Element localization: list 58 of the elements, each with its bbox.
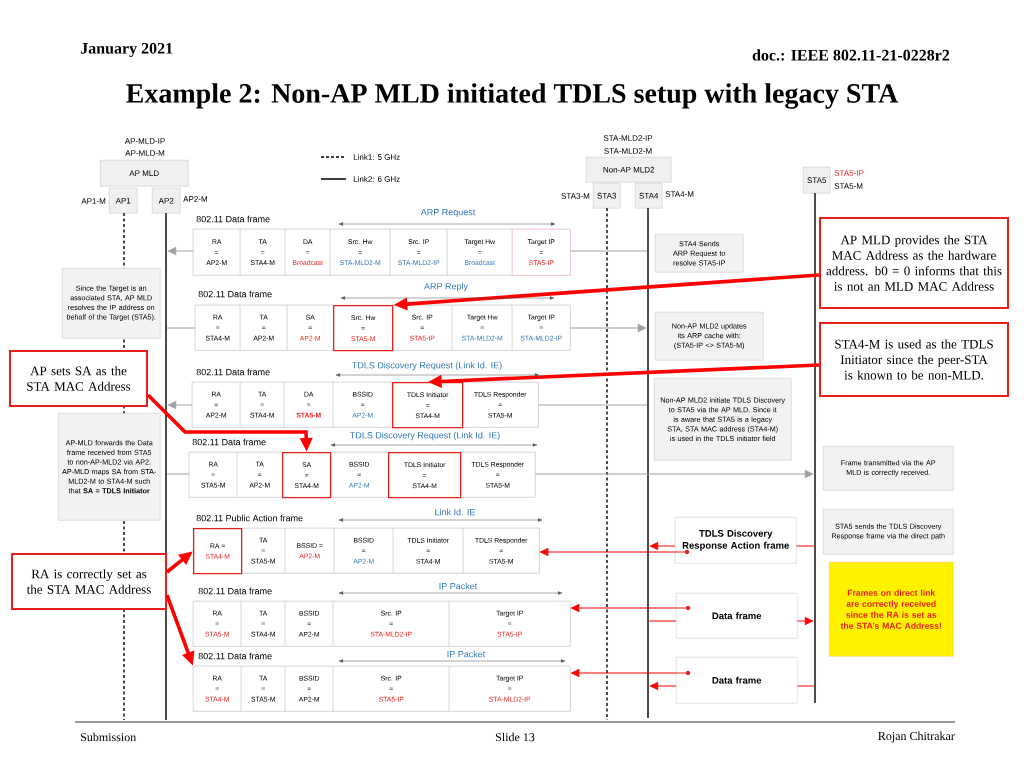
address-label: AP-MLD-IP (124, 138, 165, 144)
message-arrow (167, 401, 193, 409)
address-label: STA5-M (834, 183, 863, 189)
entity-box: AP2 (152, 188, 181, 214)
callout-box: STA4-M is used as the TDLS Initiator since the peer-STA is known to be non-MLD. (819, 322, 1009, 397)
frame-box: TDLS Discovery Response Action frame (675, 517, 797, 564)
span-label: ARP Reply (424, 282, 468, 292)
frame-heading: 802.11 Data frame (196, 368, 270, 376)
frame-heading: 802.11 Data frame (192, 438, 266, 446)
address-label: STA5-IP (834, 170, 864, 176)
address-label: STA4-M (665, 191, 694, 197)
message-arrow (649, 542, 676, 550)
callout-box: RA is correctly set as the STA MAC Address (11, 553, 167, 610)
slide-number: Slide 13 (495, 732, 535, 742)
leader-line (571, 604, 677, 612)
entity-box: STA4 (635, 183, 663, 209)
highlight-box: Frames on direct link are correctly received since the RA is set as the STA’s MAC Address! (829, 562, 954, 657)
message-arrow (534, 470, 814, 478)
legend-label: Link2: 6 GHz (353, 176, 400, 182)
frame-heading: 802.11 Data frame (198, 652, 272, 660)
lifeline (165, 212, 167, 721)
lifeline (814, 192, 816, 704)
address-label: AP2-M (183, 196, 207, 202)
entity-box: AP1 (109, 188, 138, 214)
leader-line (571, 669, 677, 677)
entity-box: STA3 (593, 183, 621, 209)
message-arrow (649, 682, 677, 690)
header-date: January 2021 (80, 42, 173, 58)
author-name: Rojan Chitrakar (878, 731, 955, 743)
message-arrow (167, 247, 194, 255)
span-label: TDLS Discovery Request (Link Id. IE) (350, 431, 500, 441)
span-label: IP Packet (439, 582, 478, 590)
frame-heading: 802.11 Public Action frame (196, 514, 303, 522)
frame-box: Data frame (676, 657, 798, 704)
entity-box: STA5 (803, 167, 831, 194)
address-label: STA-MLD2-M (604, 148, 652, 154)
slide-title: Example 2: Non-AP MLD initiated TDLS setup with legacy STA (126, 83, 899, 109)
frame-heading: 802.11 Data frame (196, 215, 270, 223)
frame-heading: 802.11 Data frame (198, 587, 272, 595)
span-label: Link Id. IE (435, 508, 476, 516)
address-label: AP-MLD-M (125, 150, 165, 156)
document-number: doc.: IEEE 802.11-21-0228r2 (752, 49, 950, 61)
frame-box: Data frame (676, 593, 798, 639)
span-label: ARP Request (420, 208, 476, 218)
address-label: STA-MLD2-IP (603, 135, 653, 141)
callout-box: AP sets SA as the STA MAC Address (9, 350, 148, 407)
lifeline (647, 207, 649, 719)
address-label: STA3-M (561, 193, 590, 199)
callout-box: AP MLD provides the STA MAC Address as the hardware address. b0 = 0 informs that this is not an MLD MAC Address (819, 217, 1009, 309)
message-arrow (569, 324, 647, 332)
frame-heading: 802.11 Data frame (198, 290, 272, 298)
leader-line (540, 548, 676, 556)
span-label: IP Packet (447, 650, 486, 658)
address-label: AP1-M (81, 198, 106, 204)
message-arrow (796, 617, 814, 625)
footer-text: Submission (81, 732, 137, 742)
span-label: TDLS Discovery Request (Link Id. IE) (352, 361, 502, 371)
legend-label: Link1: 5 GHz (353, 154, 400, 160)
